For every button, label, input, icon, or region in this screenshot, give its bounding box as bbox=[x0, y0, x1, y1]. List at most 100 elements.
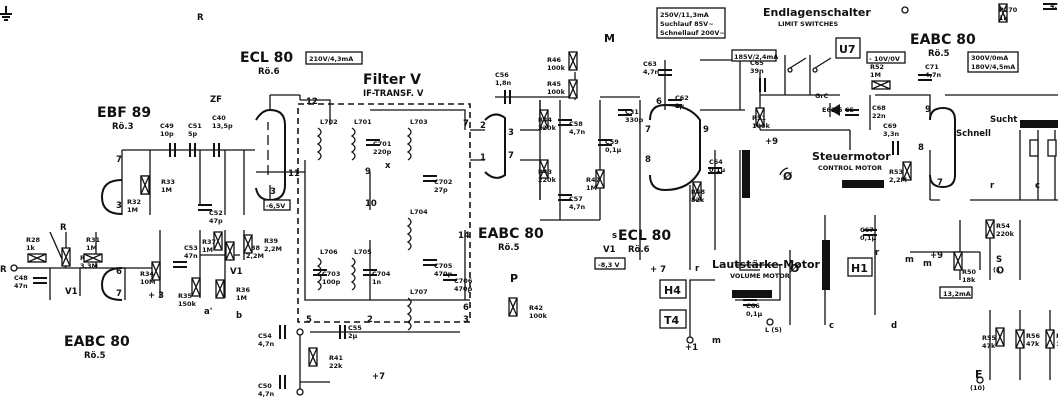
coil-l705: L705 bbox=[350, 248, 372, 291]
coil-label: L704 bbox=[410, 208, 428, 216]
resistor-mark bbox=[27, 253, 47, 263]
terminal-labels: M P ZF R R R E (10) S (1) L (5) V1 V1 V1… bbox=[0, 13, 1003, 392]
coil-l704: L704 bbox=[406, 208, 428, 251]
resistor-value: 18k bbox=[962, 276, 976, 284]
coil-l701: L701 bbox=[350, 118, 372, 161]
ecl80-right-name: ECL 80 bbox=[618, 228, 671, 244]
coil-l707: L707 bbox=[406, 288, 428, 331]
vbox-minus-83: -8,3 V bbox=[598, 261, 620, 269]
capacitor-ref: C62 bbox=[675, 94, 689, 102]
capacitor-ref: C703 bbox=[322, 270, 340, 278]
term-m3: m bbox=[923, 259, 932, 269]
vbox-250v: 250V/11,3mA bbox=[660, 11, 709, 19]
resistor-mark bbox=[151, 261, 161, 281]
resistor-ref: R48 bbox=[691, 188, 706, 196]
coil-label: L705 bbox=[354, 248, 372, 256]
eabc-r-pin-9: 9 bbox=[925, 105, 931, 115]
capacitor-ref: C701 bbox=[373, 140, 392, 148]
term-m1: m bbox=[712, 336, 721, 346]
resistor-mark bbox=[83, 253, 103, 263]
capacitor-value: 220p bbox=[373, 148, 392, 156]
eabc80-left-name: EABC 80 bbox=[64, 334, 130, 350]
sucht-label: Sucht bbox=[990, 115, 1017, 125]
term-plus3: + 3 bbox=[148, 291, 164, 301]
resistor-mark bbox=[755, 107, 765, 127]
capacitor-ref: C40 bbox=[212, 114, 226, 122]
capacitor-plates bbox=[33, 277, 47, 284]
resistor-ref: P270 bbox=[999, 6, 1018, 14]
resistor-mark bbox=[998, 3, 1008, 23]
resistor-value: 150k bbox=[178, 300, 197, 308]
term-v1b: V1 bbox=[230, 267, 243, 277]
resistor-mark bbox=[508, 297, 518, 317]
capacitor-value: 0,1µ bbox=[746, 310, 763, 318]
capacitor-ref: C705 bbox=[434, 262, 453, 270]
capacitor-ref: C48 bbox=[14, 274, 28, 282]
resistor-ref: R32 bbox=[127, 198, 141, 206]
coil-label: L707 bbox=[410, 288, 428, 296]
resistor-value: 1M bbox=[127, 206, 138, 214]
ebf89-name: EBF 89 bbox=[97, 105, 151, 121]
resistor-ref: R28 bbox=[26, 236, 41, 244]
resistor-mark bbox=[213, 231, 223, 251]
capacitor-value: 4,7n bbox=[569, 203, 586, 211]
resistor-mark bbox=[871, 80, 891, 90]
capacitor-plates bbox=[504, 90, 511, 104]
capacitor-value: 0,1µ bbox=[605, 146, 622, 154]
capacitor-value: 22n bbox=[872, 112, 886, 120]
capacitor-layer: C4847nC4910pC515pC4013,5pC5247pC5347nC54… bbox=[14, 0, 1058, 398]
coil-winding bbox=[406, 217, 412, 251]
endlagen-label: Endlagenschalter bbox=[763, 6, 871, 19]
coil-l702: L702 bbox=[316, 118, 338, 161]
motors: Ø Ø bbox=[732, 150, 884, 298]
output-block bbox=[1019, 120, 1058, 200]
resistor-ref: R53 bbox=[889, 168, 903, 176]
term-plus9a: +9 bbox=[765, 137, 778, 147]
resistor-ref: R46 bbox=[547, 56, 562, 64]
term-s-num: (1) bbox=[993, 266, 1003, 274]
terminal-t4: T4 bbox=[664, 314, 680, 327]
term-plus9b: +9 bbox=[930, 251, 943, 261]
resistor-mark bbox=[191, 277, 201, 297]
resistor-value: 3,3M bbox=[80, 262, 98, 270]
capacitor-value: 4,7n bbox=[1050, 2, 1058, 10]
term-r: R bbox=[0, 265, 7, 275]
eabc80-left-ref: Rö.5 bbox=[84, 351, 106, 361]
resistor-mark bbox=[995, 327, 1005, 347]
resistor-mark bbox=[61, 247, 71, 267]
coil-winding bbox=[350, 127, 356, 161]
limit-switches-label: LIMIT SWITCHES bbox=[778, 20, 838, 28]
resistor-ref: R31 bbox=[86, 236, 101, 244]
voltage-boxes: 210V/4,3mA -6,5V -8,3 V 250V/11,3mA Such… bbox=[263, 7, 1019, 299]
term-r2: R bbox=[60, 223, 67, 233]
ecl-r-pin-9: 9 bbox=[703, 125, 709, 135]
pin-6: 6 bbox=[463, 303, 469, 313]
capacitor-value: 47n bbox=[184, 252, 198, 260]
resistor-mark bbox=[308, 347, 318, 367]
ground-marks bbox=[0, 6, 1004, 396]
eabc80-right-ref: Rö.5 bbox=[928, 49, 950, 59]
capacitor-ref: C56 bbox=[495, 71, 509, 79]
term-l5: L (5) bbox=[765, 326, 782, 334]
terminal-u7: U7 bbox=[839, 43, 856, 56]
coil-label: L703 bbox=[410, 118, 428, 126]
capacitor-value: 27p bbox=[434, 186, 448, 194]
capacitor-value: 4,7n bbox=[569, 128, 586, 136]
resistor-ref: R34 bbox=[140, 270, 155, 278]
capacitor-ref: C51 bbox=[188, 122, 202, 130]
vbox-132ma: 13,2mA bbox=[943, 290, 971, 298]
capacitor-plates bbox=[668, 99, 682, 106]
pin-numbers: 12 11 10 5 2 7 14 6 3 9 3 3 7 6 7 2 3 1 … bbox=[116, 97, 1040, 325]
term-zf: ZF bbox=[210, 95, 222, 105]
